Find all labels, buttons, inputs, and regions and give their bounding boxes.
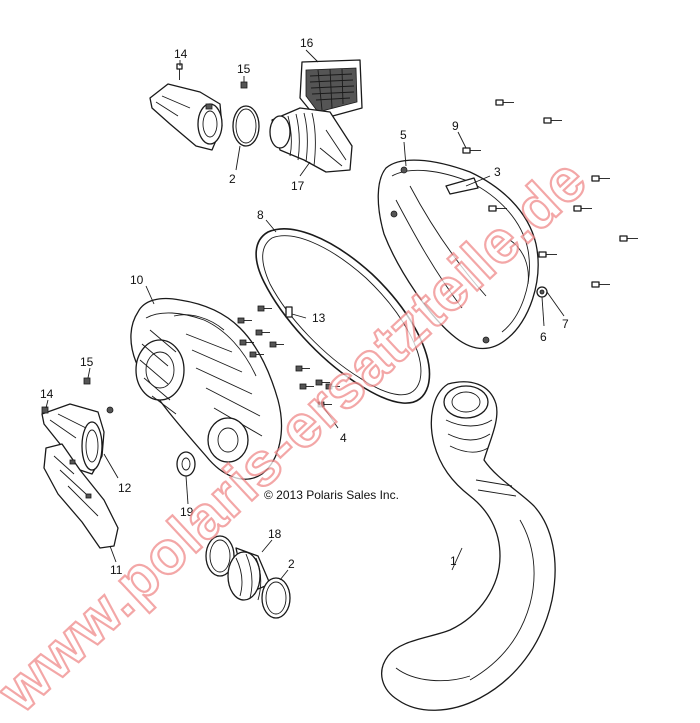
part-19-washer — [176, 451, 196, 505]
part-14-bolt-left — [41, 406, 49, 414]
callout-15-left: 15 — [80, 355, 94, 369]
callout-5: 5 — [400, 128, 407, 142]
callout-11: 11 — [110, 563, 123, 577]
part-8-drive-belt — [255, 228, 431, 404]
part-17-intake-boot — [269, 107, 353, 173]
part-11-duct-shroud — [43, 443, 119, 563]
callout-14-left: 14 — [40, 387, 54, 401]
part-upper-intake-duct — [149, 83, 223, 151]
part-1-main-duct — [381, 381, 556, 711]
callout-13: 13 — [312, 311, 326, 325]
part-15-fastener-top — [240, 81, 248, 89]
part-3-seal — [445, 177, 479, 195]
part-15-fastener-left — [83, 377, 91, 385]
callout-1: 1 — [450, 554, 457, 568]
part-5-outer-cover — [377, 159, 539, 350]
callout-7: 7 — [562, 317, 569, 331]
part-13-dowel — [285, 306, 293, 318]
callout-17: 17 — [291, 179, 305, 193]
callout-15-top: 15 — [237, 62, 251, 76]
callout-6: 6 — [540, 330, 547, 344]
part-18-coupler-group — [205, 535, 291, 619]
part-4-bolts — [237, 305, 340, 429]
part-9-screws — [462, 99, 638, 288]
callout-19: 19 — [180, 505, 194, 519]
callout-9: 9 — [452, 119, 459, 133]
part-12-lower-duct — [41, 403, 119, 479]
part-14-bolt-top — [176, 63, 183, 80]
callout-12: 12 — [118, 481, 132, 495]
part-2-clamp-top — [232, 105, 260, 171]
part-16-intake-screen — [299, 59, 363, 121]
callout-14-top: 14 — [174, 47, 188, 61]
callout-16: 16 — [300, 36, 314, 50]
callout-8: 8 — [257, 208, 264, 222]
callout-18: 18 — [268, 527, 282, 541]
callout-4: 4 — [340, 431, 347, 445]
callout-10: 10 — [130, 273, 144, 287]
callout-2-top: 2 — [229, 172, 236, 186]
callout-numbers: 14 15 16 2 17 5 9 3 8 10 13 6 7 15 14 4 … — [40, 36, 569, 577]
callout-2-bottom: 2 — [288, 557, 295, 571]
part-6-7-fastener — [536, 286, 565, 327]
copyright-notice: © 2013 Polaris Sales Inc. — [264, 488, 399, 502]
leader-lines — [45, 49, 491, 409]
callout-3: 3 — [494, 165, 501, 179]
